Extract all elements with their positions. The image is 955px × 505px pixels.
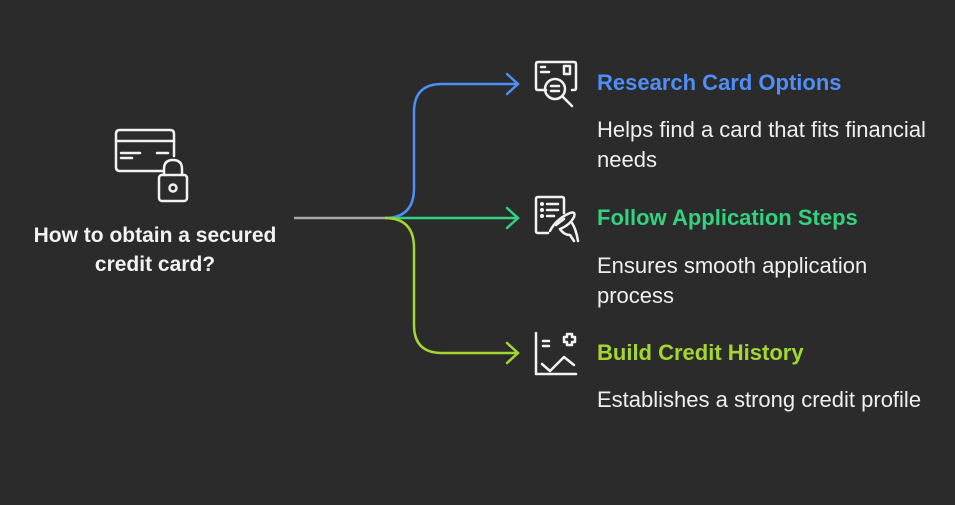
branch-connector-credit [384, 216, 517, 355]
arrow-head-icon [505, 206, 520, 230]
branch-title-research-card-options: Research Card Options [597, 70, 842, 95]
branch-connector-research [384, 82, 517, 220]
branch-description-follow-application-steps: Ensures smooth application process [597, 253, 868, 308]
arrow-head-icon [505, 72, 520, 96]
branch-title-build-credit-history: Build Credit History [597, 340, 804, 365]
branch-description-research-card-options: Helps find a card that fits financial ne… [597, 117, 926, 172]
arrow-head-icon [505, 341, 520, 365]
credit-card-lock-icon [114, 128, 189, 203]
document-search-icon [534, 60, 578, 108]
chart-growth-plus-icon [534, 331, 578, 376]
root-question-title: How to obtain a secured credit card? [33, 224, 277, 276]
document-signing-hand-icon [534, 195, 580, 243]
branch-description-build-credit-history: Establishes a strong credit profile [597, 387, 922, 412]
branch-title-follow-application-steps: Follow Application Steps [597, 205, 858, 230]
